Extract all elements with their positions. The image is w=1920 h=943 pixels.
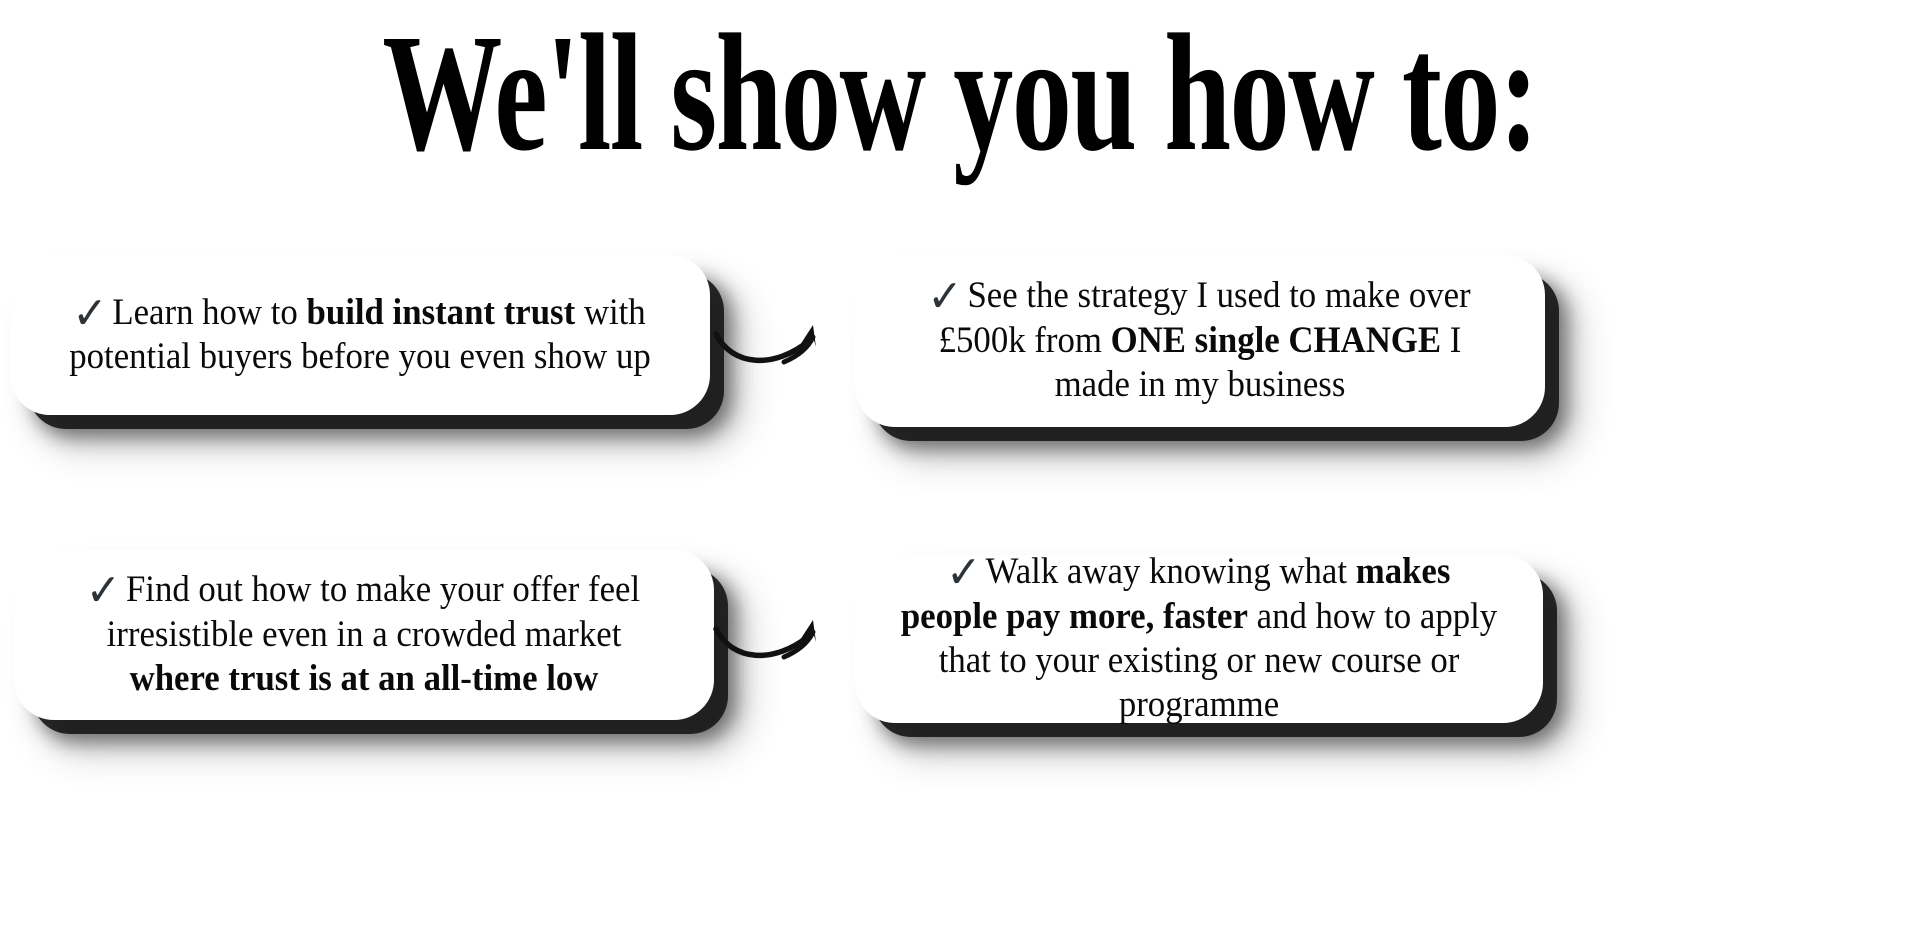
curved-arrow-right-icon-2 — [712, 595, 842, 675]
checkmark-icon: ✓ — [927, 271, 963, 324]
checkmark-icon: ✓ — [85, 565, 122, 618]
benefit-card-2-segment-1: See the strategy I used to make over £50… — [938, 275, 1471, 361]
benefits-grid: ✓Learn how to build instant trust with p… — [0, 255, 1920, 920]
benefit-card-4-segment-3: and how to apply that to your existing o… — [938, 595, 1498, 726]
page-title: We'll show you how to: — [382, 0, 1539, 186]
benefit-card-2-segment-2: ONE single CHANGE — [1110, 319, 1442, 361]
checkmark-icon: ✓ — [72, 287, 108, 340]
benefit-card-2-segment-3: I made in my business — [1054, 319, 1462, 406]
benefit-card-1: ✓Learn how to build instant trust with p… — [10, 255, 710, 415]
benefit-card-4-segment-2: makes people pay more, faster — [900, 551, 1451, 637]
benefit-card-4: ✓Walk away knowing what makes people pay… — [855, 551, 1543, 725]
benefit-card-3-segment-2: where trust is at an all-time low — [129, 658, 599, 700]
benefit-card-1-text: ✓Learn how to build instant trust with p… — [55, 291, 664, 380]
benefit-card-4-segment-1: Walk away knowing what — [985, 551, 1356, 593]
headline-section: We'll show you how to: — [0, 0, 1920, 185]
benefit-card-4-text: ✓Walk away knowing what makes people pay… — [900, 550, 1498, 728]
benefit-card-1-segment-3: with potential buyers before you even sh… — [69, 291, 651, 377]
benefit-card-1-segment-1: Learn how to — [112, 291, 307, 333]
benefit-card-3: ✓Find out how to make your offer feel ir… — [14, 550, 714, 720]
benefit-card-3-text: ✓Find out how to make your offer feel ir… — [59, 568, 668, 701]
benefit-card-3-segment-1: Find out how to make your offer feel irr… — [106, 569, 641, 655]
checkmark-icon: ✓ — [945, 547, 981, 599]
benefit-card-2: ✓See the strategy I used to make over £5… — [855, 255, 1545, 427]
benefit-card-2-text: ✓See the strategy I used to make over £5… — [900, 274, 1500, 407]
benefit-card-1-segment-2: build instant trust — [306, 291, 576, 333]
curved-arrow-right-icon-1 — [712, 300, 842, 380]
